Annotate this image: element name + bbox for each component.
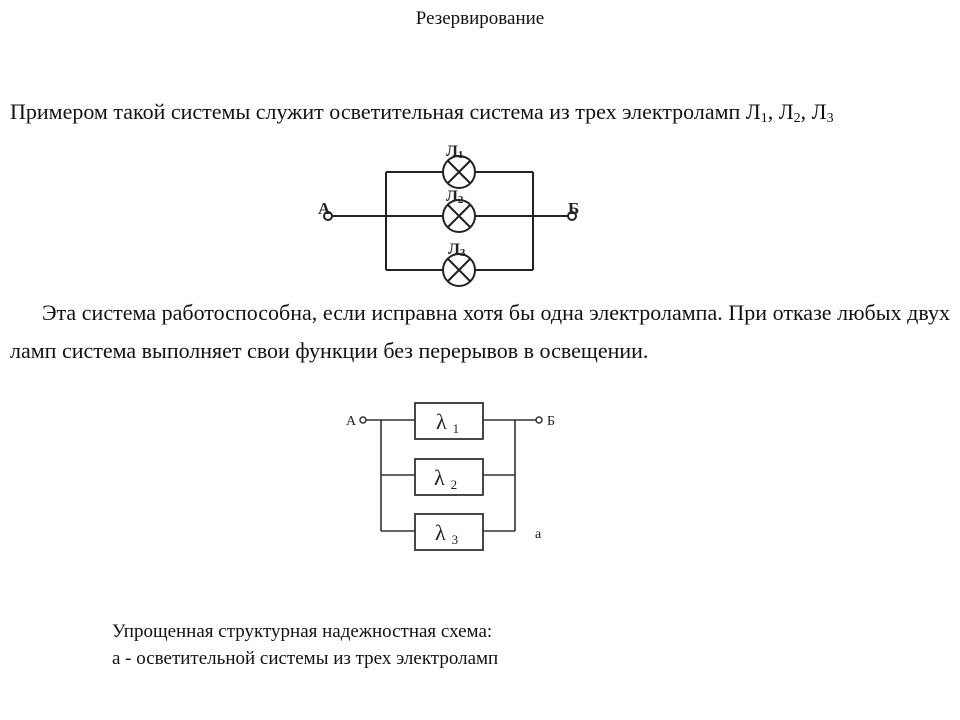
intro-text: Примером такой системы служит осветитель… [10,99,834,126]
terminal-b-circle [567,211,577,221]
caption-line-1: Упрощенная структурная надежностная схем… [112,621,493,642]
slide-title: Резервирование [415,8,545,29]
lamp-name-2: Л2 [778,99,801,126]
diagram-caption: Упрощенная структурная надежностная схем… [112,618,498,672]
lamp-3-icon [442,253,476,287]
rb-node-b-label: Б [547,414,555,429]
lamp-2-label: Л2 [446,188,464,206]
block-2 [414,458,484,496]
rb-terminal-a-circle [359,416,367,424]
terminal-a-circle [323,211,333,221]
lamp-3-label: Л3 [448,241,466,259]
rb-node-a-label: А [346,414,357,429]
explanation-paragraph: Эта система работоспособна, если исправн… [10,300,950,363]
node-b-label: Б [568,199,579,218]
rb-a-label: а [535,527,542,542]
lamp-1-label: Л1 [446,143,463,161]
lamp-1-icon [442,155,476,189]
lamp-name-3: Л3 [811,99,834,126]
node-a-label: А [318,199,331,218]
intro-sentence: Примером такой системы служит осветитель… [10,99,741,124]
block-1 [414,402,484,440]
caption-line-2: а - осветительной системы из трех электр… [112,648,499,669]
lamp-name-1: Л1 [745,99,768,126]
lamp-2-icon [442,199,476,233]
rb-terminal-b-circle [535,416,543,424]
block-3 [414,513,484,551]
